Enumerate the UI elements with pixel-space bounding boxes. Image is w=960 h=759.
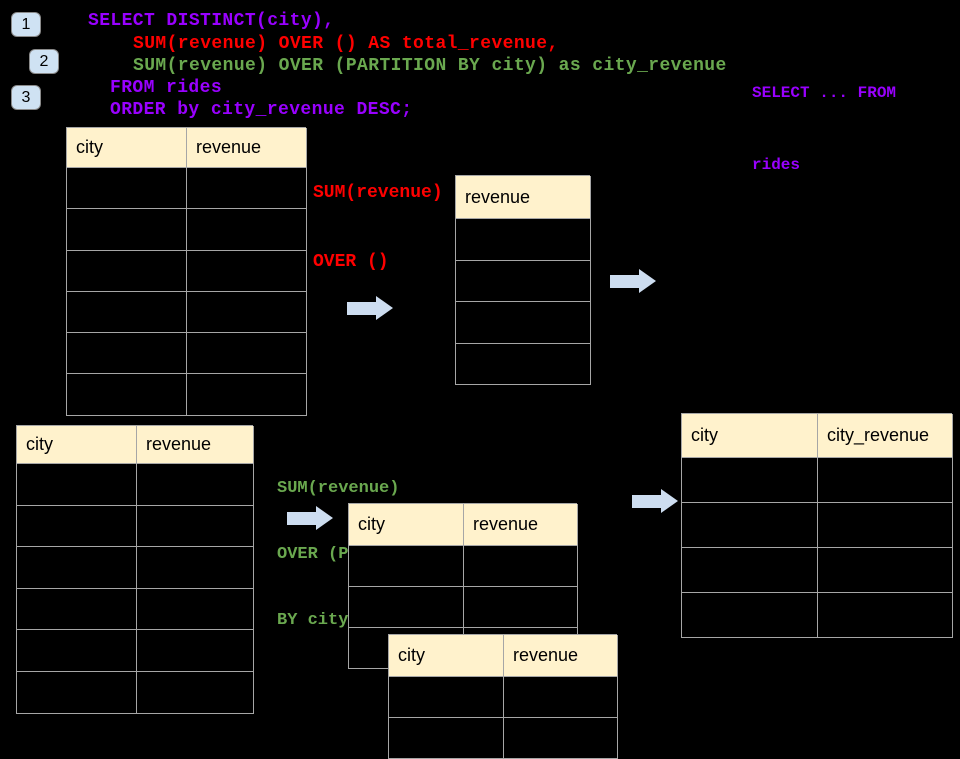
arrow-head xyxy=(661,489,678,513)
sql-line-select: SELECT DISTINCT(city), xyxy=(88,11,335,31)
sql-line-order-by: ORDER by city_revenue DESC; xyxy=(110,100,413,120)
table-partition-mid-header-revenue: revenue xyxy=(464,504,578,546)
table-cell-empty xyxy=(137,671,254,714)
table-cell-empty xyxy=(17,505,137,548)
table-cell-empty xyxy=(67,168,187,210)
step-badge-3: 3 xyxy=(11,85,41,110)
table-cell-empty xyxy=(17,671,137,714)
step-badge-2: 2 xyxy=(29,49,59,74)
table-cell-empty xyxy=(67,374,187,416)
step-badge-1: 1 xyxy=(11,12,41,37)
table-partition-overlap-header-revenue: revenue xyxy=(504,635,618,677)
table-cell-empty xyxy=(17,588,137,631)
table-source-bottom: city revenue xyxy=(16,425,254,714)
table-cell-empty xyxy=(17,547,137,589)
table-cell-empty xyxy=(818,458,953,503)
label-sum-over-total-line2: OVER () xyxy=(313,252,389,272)
table-cell-empty xyxy=(389,677,504,718)
table-cell-empty xyxy=(187,168,307,210)
label-sum-over-partition-line1: SUM(revenue) xyxy=(277,479,400,498)
arrow-shaft xyxy=(632,494,661,508)
table-source-top: city revenue xyxy=(66,127,307,416)
arrow-head xyxy=(316,506,333,530)
table-cell-empty xyxy=(137,547,254,589)
table-cell-empty xyxy=(187,291,307,334)
table-total-result: revenue xyxy=(455,175,591,385)
arrow-right-icon xyxy=(287,506,333,530)
table-source-top-header-city: city xyxy=(67,128,187,168)
sql-line-city-revenue: SUM(revenue) OVER (PARTITION BY city) as… xyxy=(133,56,727,76)
table-city-revenue-result: city city_revenue xyxy=(681,413,953,638)
table-cell-empty xyxy=(187,250,307,292)
table-cell-empty xyxy=(137,505,254,548)
table-partition-overlap-header-city: city xyxy=(389,635,504,677)
arrow-shaft xyxy=(347,301,376,315)
table-cell-empty xyxy=(187,209,307,251)
sql-line-from: FROM rides xyxy=(110,78,223,98)
table-cell-empty xyxy=(818,503,953,548)
arrow-right-icon xyxy=(347,296,393,320)
table-partition-mid-header-city: city xyxy=(349,504,464,546)
table-total-result-header-revenue: revenue xyxy=(456,176,591,219)
table-cell-empty xyxy=(67,209,187,251)
table-cell-empty xyxy=(464,587,578,628)
table-cell-empty xyxy=(67,291,187,334)
table-cell-empty xyxy=(389,718,504,759)
table-cell-empty xyxy=(504,718,618,759)
table-cell-empty xyxy=(682,503,818,548)
table-source-top-header-revenue: revenue xyxy=(187,128,307,168)
table-cell-empty xyxy=(456,302,591,344)
table-cell-empty xyxy=(349,587,464,628)
table-cell-empty xyxy=(682,593,818,638)
table-cell-empty xyxy=(818,593,953,638)
table-cell-empty xyxy=(456,260,591,302)
table-cell-empty xyxy=(137,464,254,506)
label-sum-over-partition-line3: BY city) xyxy=(277,611,359,630)
table-cell-empty xyxy=(17,464,137,506)
arrow-head xyxy=(376,296,393,320)
table-cell-empty xyxy=(187,374,307,416)
arrow-right-icon xyxy=(610,269,656,293)
sql-line-total-revenue: SUM(revenue) OVER () AS total_revenue, xyxy=(133,34,559,54)
table-cell-empty xyxy=(456,219,591,261)
label-sum-over-total-line1: SUM(revenue) xyxy=(313,183,443,203)
side-note-line2: rides xyxy=(752,156,801,174)
side-note-select-from-rides: SELECT ... FROM rides xyxy=(752,33,922,201)
table-cell-empty xyxy=(682,548,818,593)
table-source-bottom-header-city: city xyxy=(17,426,137,464)
arrow-head xyxy=(639,269,656,293)
table-city-revenue-result-header-city-revenue: city_revenue xyxy=(818,414,953,458)
side-note-line1: SELECT ... FROM xyxy=(752,84,897,102)
table-cell-empty xyxy=(456,343,591,385)
table-cell-empty xyxy=(818,548,953,593)
label-sum-over-total: SUM(revenue) OVER () xyxy=(313,136,443,297)
table-city-revenue-result-header-city: city xyxy=(682,414,818,458)
table-cell-empty xyxy=(17,630,137,672)
table-partition-overlap: city revenue xyxy=(388,634,618,759)
table-cell-empty xyxy=(137,588,254,631)
table-cell-empty xyxy=(682,458,818,503)
table-cell-empty xyxy=(67,333,187,375)
table-cell-empty xyxy=(67,250,187,292)
table-cell-empty xyxy=(504,677,618,718)
table-cell-empty xyxy=(349,546,464,587)
arrow-shaft xyxy=(610,274,639,288)
table-cell-empty xyxy=(137,630,254,672)
table-cell-empty xyxy=(464,546,578,587)
arrow-right-icon xyxy=(632,489,678,513)
table-cell-empty xyxy=(187,333,307,375)
table-source-bottom-header-revenue: revenue xyxy=(137,426,254,464)
arrow-shaft xyxy=(287,511,316,525)
